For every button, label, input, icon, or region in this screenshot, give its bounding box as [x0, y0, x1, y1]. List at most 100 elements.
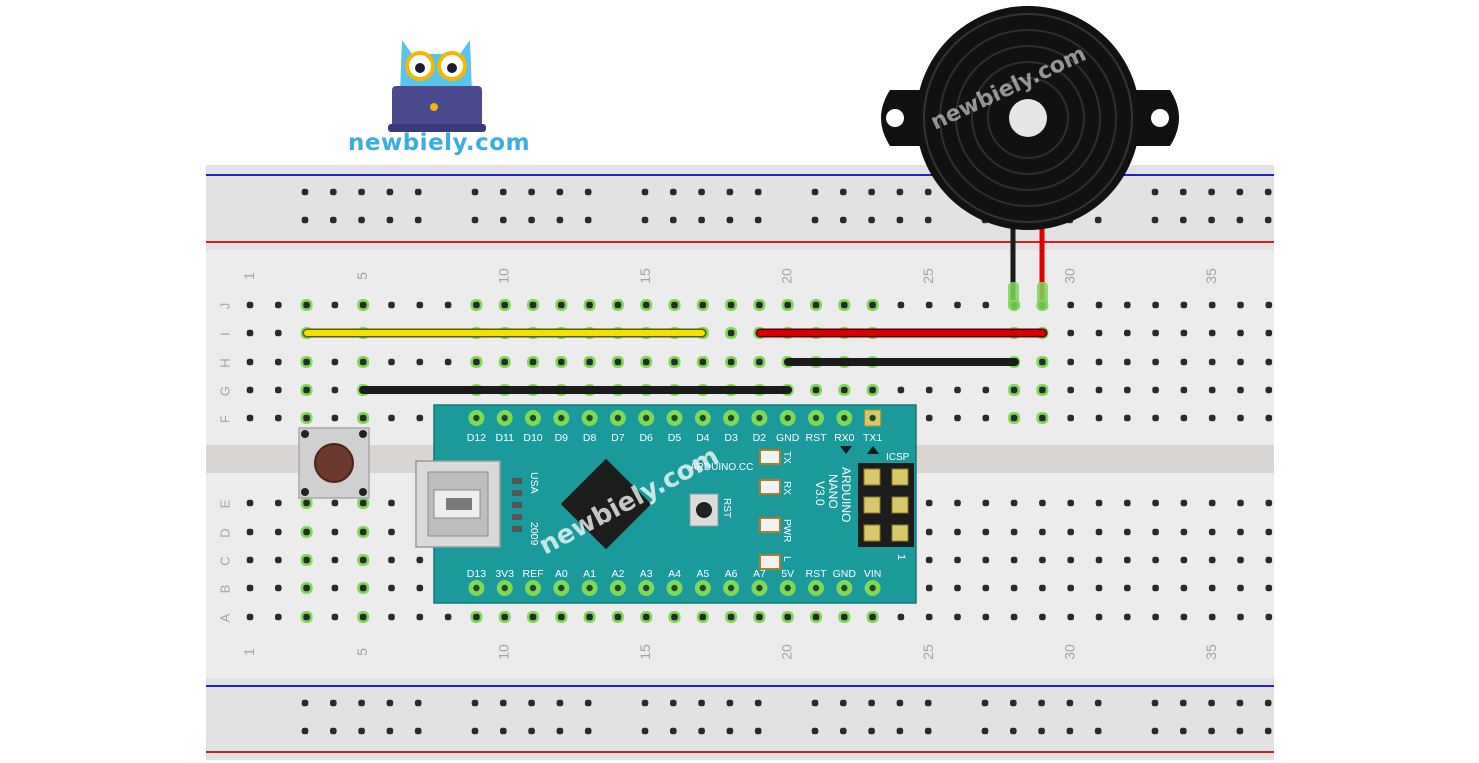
breadboard-hole — [586, 613, 593, 621]
rail-hole — [330, 188, 337, 196]
rail-hole — [840, 188, 847, 196]
nano-pin-labels: D12D13D113V3D10REFD9A0D8A1D7A2D6A3D5A4D4… — [467, 432, 883, 580]
column-label: 10 — [496, 268, 512, 284]
breadboard-hole — [954, 499, 961, 507]
breadboard-hole — [1265, 499, 1273, 507]
usa-label: USA — [528, 472, 540, 494]
breadboard-hole — [954, 301, 961, 309]
rail-hole — [358, 188, 365, 196]
breadboard-hole — [1237, 528, 1244, 536]
column-label: 5 — [354, 272, 370, 280]
breadboard-hole — [699, 301, 707, 309]
breadboard-hole — [246, 613, 254, 621]
rail-hole — [386, 188, 394, 196]
breadboard-hole — [1039, 358, 1046, 366]
column-label: 15 — [637, 644, 653, 660]
breadboard-hole — [416, 556, 424, 564]
nano-top-pin-label: D10 — [523, 432, 542, 444]
nano-title: ARDUINO NANO V3.0 — [813, 467, 853, 522]
breadboard-hole — [1237, 556, 1244, 564]
breadboard-hole — [727, 358, 735, 366]
breadboard-hole — [1067, 301, 1074, 309]
column-label: 25 — [920, 268, 936, 284]
breadboard-hole — [925, 499, 933, 507]
breadboard-hole — [275, 499, 282, 507]
breadboard-hole — [331, 358, 339, 366]
rail-hole — [1236, 699, 1244, 707]
led-label: PWR — [781, 519, 792, 542]
rail-hole — [528, 216, 535, 224]
rail-hole — [896, 699, 904, 707]
breadboard-hole — [1208, 584, 1216, 592]
rail-hole — [868, 727, 875, 735]
rail-hole — [1038, 699, 1045, 707]
brand-label: ARDUINO.CC — [690, 462, 753, 473]
breadboard-hole — [1208, 329, 1216, 337]
breadboard-hole — [246, 329, 254, 337]
rail-hole — [414, 188, 422, 196]
rail-hole — [556, 216, 564, 224]
column-label: 15 — [637, 268, 653, 284]
nano-bottom-pin-label: D13 — [467, 568, 486, 580]
breadboard-hole — [1124, 414, 1131, 422]
breadboard-hole — [869, 301, 876, 309]
rail-hole — [330, 216, 337, 224]
led — [759, 479, 781, 495]
breadboard-hole — [982, 301, 990, 309]
icsp-pin1-label: 1 — [895, 554, 907, 560]
breadboard-hole — [1124, 386, 1131, 394]
breadboard-hole — [1124, 329, 1131, 337]
breadboard-hole — [925, 528, 933, 536]
rail-hole — [1236, 216, 1244, 224]
breadboard-hole — [1265, 358, 1273, 366]
breadboard-hole — [1180, 528, 1188, 536]
rail-hole — [698, 727, 705, 735]
push-button — [298, 427, 370, 499]
breadboard-hole — [416, 613, 424, 621]
breadboard-hole — [331, 414, 339, 422]
breadboard-hole — [359, 499, 367, 507]
breadboard-hole — [1208, 613, 1216, 621]
nano-bottom-pin-label: A1 — [583, 568, 596, 580]
row-label: J — [217, 303, 232, 310]
rail-hole — [1236, 727, 1244, 735]
breadboard-hole — [1180, 329, 1188, 337]
breadboard-hole — [388, 528, 395, 536]
nano-bottom-pin-label: A7 — [753, 568, 766, 580]
breadboard-hole — [614, 301, 622, 309]
breadboard-hole — [982, 613, 990, 621]
breadboard-hole — [331, 301, 339, 309]
breadboard-hole — [1067, 414, 1074, 422]
rail-hole — [301, 216, 309, 224]
breadboard-hole — [501, 358, 508, 366]
breadboard-hole — [1067, 528, 1074, 536]
breadboard-hole — [1124, 528, 1131, 536]
breadboard-hole — [1010, 584, 1018, 592]
rail-hole — [500, 216, 507, 224]
breadboard-hole — [1010, 613, 1018, 621]
breadboard-hole — [1208, 386, 1216, 394]
piezo-buzzer: newbiely.com — [881, 6, 1179, 308]
breadboard-hole — [1039, 613, 1046, 621]
icsp-pin — [863, 468, 881, 486]
column-label: 30 — [1062, 644, 1078, 660]
breadboard-hole — [1265, 386, 1273, 394]
nano-bottom-pin-label: VIN — [864, 568, 882, 580]
breadboard-hole — [275, 358, 282, 366]
icsp-pin — [891, 468, 909, 486]
breadboard-hole — [1237, 414, 1244, 422]
breadboard-hole — [841, 386, 848, 394]
breadboard-hole — [303, 556, 310, 564]
breadboard-hole — [869, 613, 876, 621]
breadboard-hole — [954, 528, 961, 536]
arrow-down-icon — [840, 446, 852, 454]
rail-hole — [386, 699, 394, 707]
rail-hole — [726, 699, 734, 707]
breadboard-hole — [275, 584, 282, 592]
rail-hole — [811, 188, 819, 196]
breadboard-hole — [1095, 556, 1103, 564]
column-label: 20 — [779, 644, 795, 660]
rail-hole — [641, 699, 649, 707]
rail-hole — [670, 188, 677, 196]
breadboard-hole — [671, 358, 678, 366]
